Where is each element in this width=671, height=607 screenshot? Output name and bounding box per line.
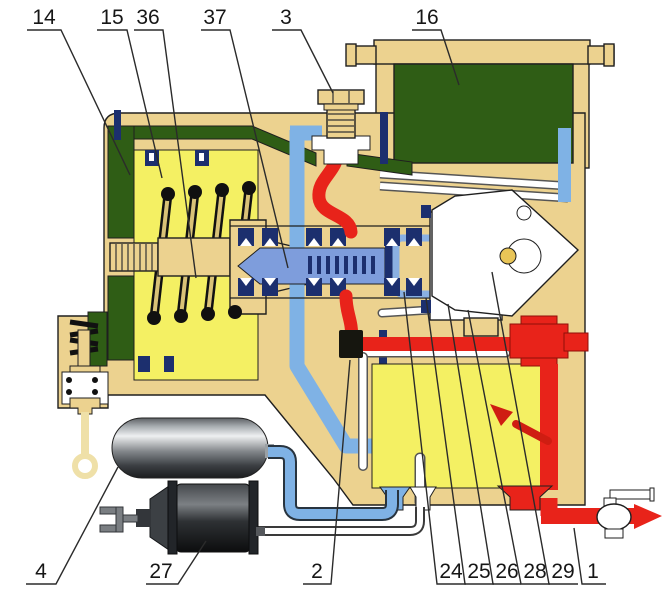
callout-1: 1 bbox=[587, 560, 599, 583]
cam-cavity bbox=[431, 189, 580, 317]
callout-37: 37 bbox=[203, 6, 226, 29]
diaphragm-band bbox=[115, 125, 413, 176]
bore-seals bbox=[238, 228, 422, 296]
callout-26: 26 bbox=[495, 560, 518, 583]
seal-retainers bbox=[138, 150, 209, 372]
pipe-union bbox=[339, 330, 363, 358]
breather-passages bbox=[379, 169, 569, 203]
callout-25: 25 bbox=[467, 560, 490, 583]
brake-chamber bbox=[99, 480, 265, 555]
delivery-port bbox=[409, 486, 437, 511]
left-section-band bbox=[87, 125, 135, 367]
callout-29: 29 bbox=[551, 560, 574, 583]
fitting-hex-head bbox=[317, 89, 365, 105]
callout-3: 3 bbox=[280, 6, 292, 29]
top-cover-plate bbox=[373, 39, 591, 65]
roller-follower bbox=[499, 247, 517, 265]
spring-seat bbox=[157, 237, 231, 277]
callout-36: 36 bbox=[136, 6, 159, 29]
spool-bore bbox=[230, 225, 430, 299]
callout-16: 16 bbox=[415, 6, 438, 29]
seal-mark-top-left bbox=[114, 110, 121, 140]
flow-arrow bbox=[490, 404, 552, 445]
safety-valve bbox=[509, 315, 589, 367]
red-pressure-circuit bbox=[312, 143, 589, 490]
shutoff-cock bbox=[596, 487, 655, 539]
inlet-fitting bbox=[311, 89, 371, 165]
callout-4: 4 bbox=[35, 560, 47, 583]
leader-lines bbox=[26, 29, 606, 585]
callout-27: 27 bbox=[149, 560, 172, 583]
air-reservoir bbox=[111, 417, 274, 479]
drain-valve bbox=[61, 319, 109, 479]
callout-28: 28 bbox=[523, 560, 546, 583]
pull-ring bbox=[72, 453, 98, 479]
brake-chamber-line bbox=[258, 507, 425, 536]
callout-2: 2 bbox=[311, 560, 323, 583]
callout-24: 24 bbox=[439, 560, 463, 583]
callouts: 14 15 36 37 3 16 4 27 2 24 25 26 28 29 1 bbox=[32, 6, 599, 583]
callout-15: 15 bbox=[100, 6, 123, 29]
supply-hose bbox=[268, 445, 399, 521]
spring-coil-ends bbox=[147, 181, 256, 325]
pivot-hole bbox=[516, 205, 532, 221]
pull-stem bbox=[81, 412, 89, 458]
pressure-port bbox=[496, 485, 554, 511]
clevis-fork bbox=[99, 506, 124, 533]
air-filter bbox=[393, 63, 574, 164]
callout-14: 14 bbox=[32, 6, 56, 29]
cock-handle bbox=[609, 489, 655, 500]
adjusting-screw bbox=[109, 242, 159, 272]
